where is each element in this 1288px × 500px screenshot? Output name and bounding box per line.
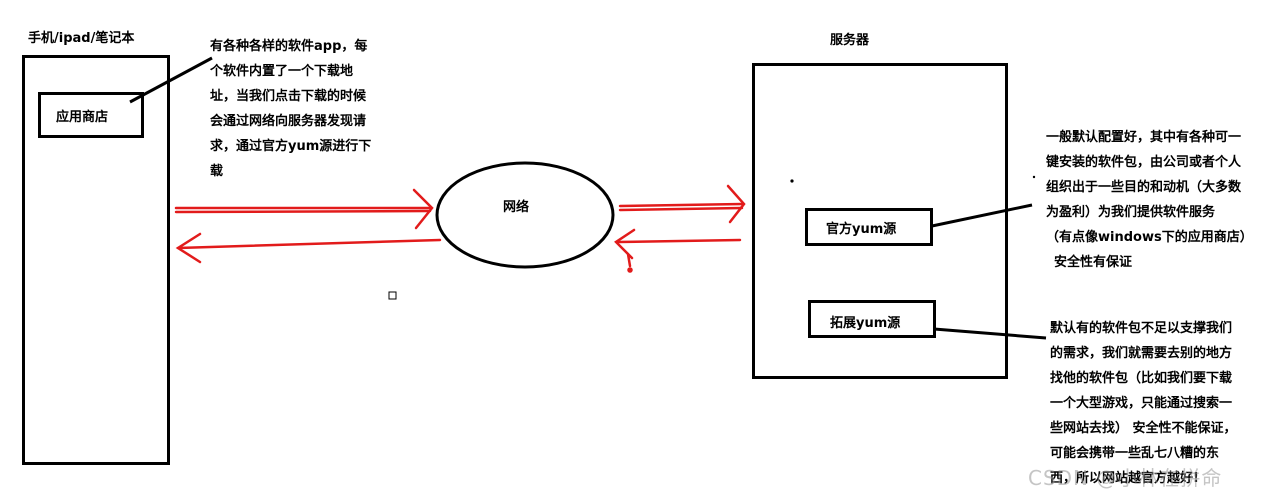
official-note-line: （有点像windows下的应用商店） [1046,230,1253,245]
arrow-server-to-network-head [614,228,636,260]
store-note-line: 个软件内置了一个下载地 [210,64,354,79]
extended-note-line: 默认有的软件包不足以支撑我们 [1050,321,1233,336]
cursor-mark-icon [388,291,397,300]
extended-note: 默认有的软件包不足以支撑我们 的需求，我们就需要去别的地方 找他的软件包（比如我… [1050,316,1237,491]
official-note: 一般默认配置好，其中有各种可一 键安装的软件包，由公司或者个人 组织出于一些目的… [1046,125,1253,275]
extended-note-line: 可能会携带一些乱七八糟的东 [1050,446,1220,461]
store-note: 有各种各样的软件app，每 个软件内置了一个下载地 址，当我们点击下载的时候 会… [210,34,371,184]
dot-mark [1032,175,1036,179]
arrow-server-to-network-drip [626,252,632,268]
extended-repo-label: 拓展yum源 [830,316,901,331]
extended-note-line: 找他的软件包（比如我们要下载 [1050,371,1233,386]
official-note-line: 组织出于一些目的和动机（大多数 [1046,180,1242,195]
arrow-server-to-network [616,238,742,244]
official-note-line: 一般默认配置好，其中有各种可一 [1046,130,1242,145]
extended-pointer-line [933,327,1047,340]
network-label: 网络 [503,200,530,215]
dot-mark [790,179,794,183]
arrow-device-to-network-tail [174,209,432,214]
extended-note-line: 西，所以网站越官方越好! [1050,471,1199,486]
arrow-network-to-device [176,238,442,250]
app-store-label: 应用商店 [56,110,109,125]
official-repo-label: 官方yum源 [826,222,897,237]
store-note-line: 会通过网络向服务器发现请 [210,114,367,129]
extended-note-line: 些网站去找） 安全性不能保证， [1050,421,1237,436]
official-repo-box [805,208,933,246]
store-note-line: 有各种各样的软件app，每 [210,39,368,54]
store-pointer-line [129,56,213,104]
device-box [22,55,170,465]
store-note-line: 址，当我们点击下载的时候 [210,89,367,104]
arrow-network-to-server-tail [618,206,744,212]
store-note-line: 求，通过官方yum源进行下 [210,139,372,154]
extended-note-line: 一个大型游戏，只能通过搜索一 [1050,396,1233,411]
network-ellipse [435,161,615,269]
official-note-line: 键安装的软件包，由公司或者个人 [1046,155,1242,170]
arrow-network-to-device-head [175,232,202,264]
app-store-box [38,92,144,138]
extended-repo-box [808,300,936,338]
server-title: 服务器 [830,33,870,48]
official-note-line: 为盈利）为我们提供软件服务 [1046,205,1216,220]
official-pointer-line [931,203,1033,228]
official-note-line: 安全性有保证 [1054,255,1133,270]
device-title: 手机/ipad/笔记本 [28,31,135,46]
extended-note-line: 的需求，我们就需要去别的地方 [1050,346,1233,361]
arrow-drip-dot [627,267,633,273]
arrow-network-to-server-head [726,184,746,224]
arrow-device-to-network-head [412,188,434,230]
watermark: CSDN @小林在拼命 [1028,466,1223,490]
server-box [752,63,1008,379]
store-note-line: 载 [210,164,224,179]
arrow-network-to-server [618,202,744,208]
